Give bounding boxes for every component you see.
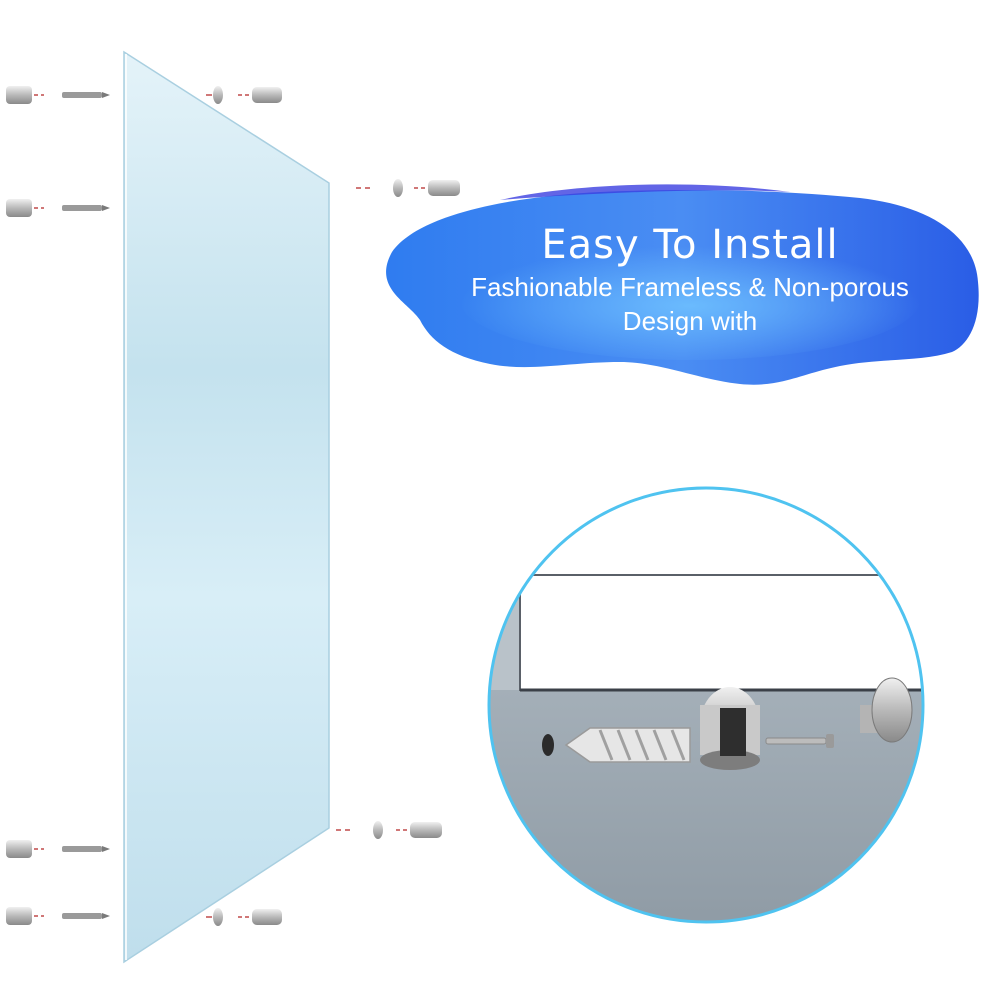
wall-anchor-icon [564, 727, 691, 763]
screw-icon [765, 734, 834, 748]
banner-line-1: Fashionable Frameless & Non-porous [471, 272, 909, 302]
detail-magnifier [487, 486, 925, 924]
wall-anchor-icon [6, 840, 44, 858]
screw-icon [62, 92, 110, 98]
wall-anchor-icon [6, 199, 44, 217]
standoff-cap-icon [396, 822, 442, 838]
banner-text: Easy To Install Fashionable Frameless & … [380, 220, 1000, 338]
banner-title: Easy To Install [541, 222, 839, 268]
washer-icon [356, 179, 403, 197]
washer-icon [206, 908, 223, 926]
standoff-cap-icon [238, 909, 282, 925]
washer-icon [700, 687, 760, 770]
wall-anchor-icon [6, 86, 44, 104]
glass-panel [123, 50, 330, 964]
screw-icon [62, 205, 110, 211]
standoff-cap-icon [238, 87, 282, 103]
washer-icon [206, 86, 223, 104]
standoff-cap-icon [860, 677, 913, 743]
banner-line-2: Design with [622, 306, 758, 336]
washer-icon [336, 821, 383, 839]
screw-icon [62, 846, 110, 852]
wall-anchor-icon [6, 907, 44, 925]
standoff-cap-icon [414, 180, 460, 196]
screw-icon [62, 913, 110, 919]
banner-blob [386, 184, 979, 385]
